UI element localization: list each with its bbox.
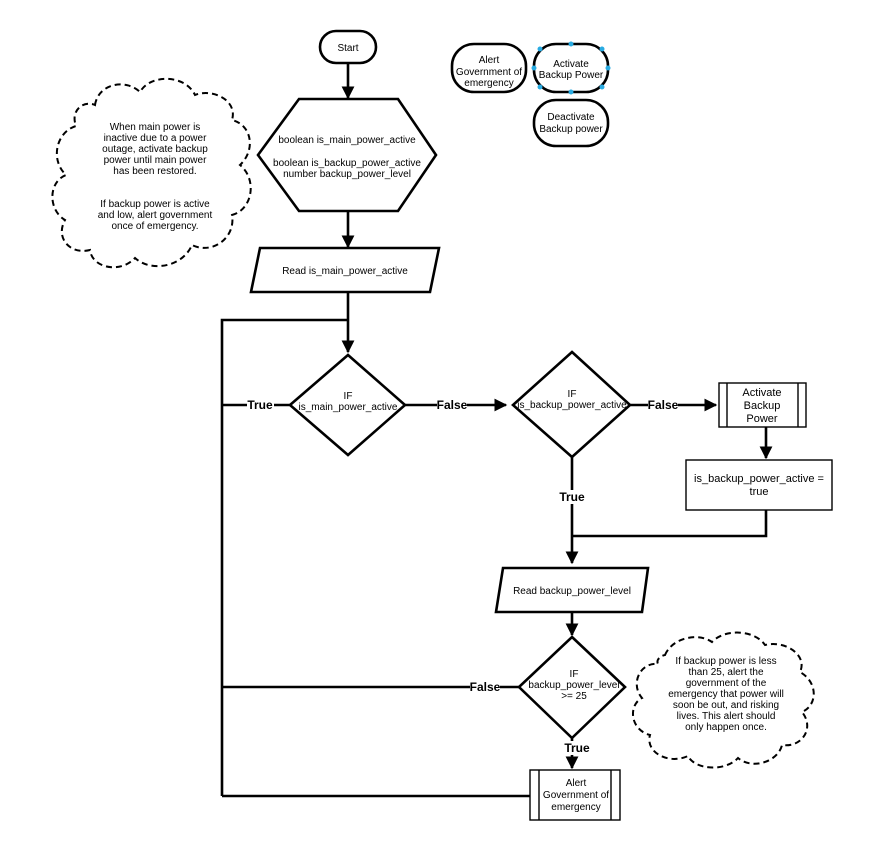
- edge-loop-return: [220, 318, 348, 796]
- set-backup-line-2: true: [750, 486, 769, 498]
- selection-handle: [537, 46, 543, 52]
- if-backup-level-decision: IF backup_power_level >= 25: [517, 635, 627, 740]
- note-bottom-line-4: emergency that power will: [668, 689, 784, 700]
- alert-process-line-2: Government of: [543, 790, 609, 801]
- edge-label-bg: [470, 680, 500, 694]
- if-level-line-2: backup_power_level: [528, 680, 619, 691]
- alert-process-line-1: Alert: [566, 778, 587, 789]
- read-level-label: Read backup_power_level: [513, 586, 631, 597]
- read-main-label: Read is_main_power_active: [282, 266, 408, 277]
- declare-line-4: number backup_power_level: [283, 169, 411, 180]
- note-cloud-top-shape: [51, 77, 252, 269]
- note-bottom-line-3: government of the: [686, 678, 767, 689]
- if-backup-line-2: is_backup_power_active: [517, 400, 627, 411]
- note-cloud-bottom: If backup power is less than 25, alert t…: [632, 631, 815, 769]
- edge-label-true-main: True: [247, 398, 273, 412]
- legend-activate-line-1: Activate: [553, 59, 589, 70]
- edge-label-true-backup: True: [559, 490, 585, 504]
- note-top-line-1: When main power is: [110, 122, 201, 133]
- legend-alert-shape: [450, 42, 528, 94]
- note-cloud-bottom-shape: [632, 631, 815, 769]
- activate-backup-process: Activate Backup Power: [718, 382, 807, 428]
- legend-deactivate-line-2: Backup power: [539, 124, 603, 135]
- note-bottom-line-7: only happen once.: [685, 722, 767, 733]
- note-bottom-line-6: lives. This alert should: [677, 711, 776, 722]
- activate-process-line-2: Backup: [744, 400, 781, 412]
- read-main-shape: [249, 246, 441, 294]
- legend-activate-line-2: Backup Power: [539, 70, 604, 81]
- if-main-line-2: is_main_power_active: [299, 402, 398, 413]
- note-bottom-line-1: If backup power is less: [675, 656, 776, 667]
- legend-activate-backup: Activate Backup Power: [531, 41, 611, 95]
- note-top-line-5: has been restored.: [113, 166, 196, 177]
- note-top-line-8: and low, alert government: [98, 210, 213, 221]
- legend-alert-government: Alert Government of emergency: [450, 42, 528, 94]
- start-terminator: Start: [318, 29, 378, 65]
- alert-process-line-3: emergency: [551, 802, 600, 813]
- activate-process-shape: [718, 382, 807, 428]
- selection-handle: [568, 89, 574, 95]
- note-top-line-7: If backup power is active: [100, 199, 210, 210]
- if-level-line-1: IF: [570, 669, 579, 680]
- if-backup-power-decision: IF is_backup_power_active: [511, 350, 632, 459]
- if-level-line-3: >= 25: [561, 691, 587, 702]
- edge-set-to-merge: [572, 510, 768, 538]
- if-main-line-1: IF: [344, 391, 353, 402]
- selection-handle: [599, 46, 605, 52]
- if-backup-line-1: IF: [568, 389, 577, 400]
- set-backup-active-process: is_backup_power_active = true: [685, 459, 833, 511]
- selection-handle: [531, 65, 537, 71]
- legend-alert-line-1: Alert: [479, 55, 500, 66]
- read-main-power-input: Read is_main_power_active: [249, 246, 441, 294]
- edge-labels: True False False True False True: [247, 398, 679, 755]
- set-backup-line-1: is_backup_power_active =: [694, 473, 824, 485]
- note-bottom-line-5: soon be out, and risking: [673, 700, 779, 711]
- legend-alert-line-3: emergency: [464, 78, 513, 89]
- declare-shape: [256, 97, 438, 213]
- edge-label-bg: [648, 398, 678, 412]
- activate-process-line-1: Activate: [742, 387, 781, 399]
- note-bottom-line-2: than 25, alert the: [688, 667, 763, 678]
- edge-label-bg: [563, 741, 590, 755]
- legend-deactivate-shape: [532, 98, 610, 148]
- legend-deactivate-backup: Deactivate Backup power: [532, 98, 610, 148]
- edge-label-false-level: False: [470, 680, 501, 694]
- selection-handle: [605, 65, 611, 71]
- legend-deactivate-line-1: Deactivate: [547, 112, 595, 123]
- start-label: Start: [337, 43, 358, 54]
- if-level-shape: [517, 635, 627, 740]
- if-backup-shape: [511, 350, 632, 459]
- alert-government-process: Alert Government of emergency: [529, 769, 621, 821]
- edge-label-bg: [559, 490, 586, 504]
- read-backup-level-input: Read backup_power_level: [494, 566, 650, 614]
- selection-handle: [599, 84, 605, 90]
- selection-handle: [568, 41, 574, 47]
- note-top-line-4: power until main power: [104, 155, 207, 166]
- declare-line-1: boolean is_main_power_active: [278, 135, 416, 146]
- activate-process-line-3: Power: [746, 413, 778, 425]
- edge-label-true-level: True: [564, 741, 590, 755]
- edge-label-false-main: False: [437, 398, 468, 412]
- legend-alert-line-2: Government of: [456, 67, 522, 78]
- edge-label-bg: [247, 398, 274, 412]
- selection-handles: [531, 41, 611, 95]
- declare-line-3: boolean is_backup_power_active: [273, 158, 421, 169]
- start-shape: [318, 29, 378, 65]
- note-top-line-9: once of emergency.: [111, 221, 198, 232]
- if-main-shape: [288, 353, 407, 457]
- read-level-shape: [494, 566, 650, 614]
- selection-handle: [537, 84, 543, 90]
- alert-process-shape: [529, 769, 621, 821]
- note-cloud-top: When main power is inactive due to a pow…: [51, 77, 252, 269]
- edge-label-bg: [437, 398, 467, 412]
- set-backup-shape: [685, 459, 833, 511]
- if-main-power-decision: IF is_main_power_active: [288, 353, 407, 457]
- note-top-line-3: outage, activate backup: [102, 144, 208, 155]
- declare-variables-hexagon: boolean is_main_power_active boolean is_…: [256, 97, 438, 213]
- note-top-line-2: inactive due to a power: [104, 133, 208, 144]
- edge-label-false-backup: False: [648, 398, 679, 412]
